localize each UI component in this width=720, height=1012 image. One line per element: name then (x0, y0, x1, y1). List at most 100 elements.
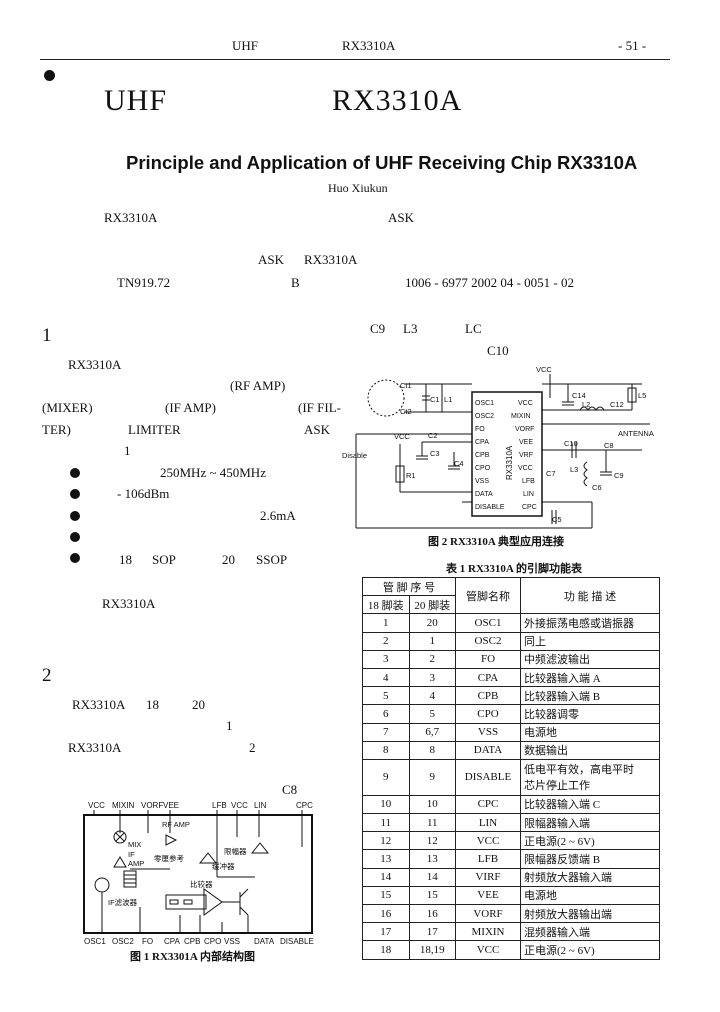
fig2-label-l3: L3 (570, 465, 578, 474)
fig1-label-iffilter: IF滤波器 (108, 897, 138, 907)
document-code: B (291, 275, 300, 290)
s1-frag-c9: C9 (370, 321, 386, 336)
fig2-label-c14: C14 (572, 391, 586, 400)
row9-func-line2: 芯片停止工作 (524, 780, 590, 793)
s1-limiter: LIMITER (128, 422, 181, 437)
bullet-5 (70, 553, 80, 563)
fig1-pin-disable: DISABLE (280, 937, 314, 946)
fig2-right-pin-2: MIXIN (511, 413, 530, 420)
th-pin-name: 管脚名称 (455, 576, 521, 615)
s1-chip2: RX3310A (102, 596, 156, 611)
s1-ssop: SSOP (256, 552, 288, 567)
fig1-label-amp: AMP (128, 859, 144, 868)
fig1-label-rfamp: RF AMP (162, 820, 190, 829)
fig1-pin-cpb: CPB (184, 937, 200, 946)
fig1-pin-vcc2: VCC (231, 801, 248, 810)
fig2-label-c4: C4 (454, 459, 464, 468)
fig2-label-disable: Disable (342, 451, 367, 460)
abstract-ask: ASK (388, 210, 415, 225)
fig2-label-c5: C5 (552, 515, 562, 524)
fig2-label-c10: C10 (564, 439, 578, 448)
fig1-block-diagram: VCC MIXIN VORF VEE LFB VCC LIN CPC RF AM… (83, 801, 314, 946)
s1-one: 1 (124, 443, 131, 458)
s1-iffil: (IF FIL- (298, 400, 341, 415)
fig2-label-antenna: ANTENNA (618, 429, 654, 438)
fig2-left-pin-1: OSC1 (475, 400, 494, 407)
clc-number: TN919.72 (117, 275, 171, 290)
fig2-right-pin-4: VEE (519, 439, 533, 446)
header-rule (40, 59, 670, 60)
fig1-pin-lfb: LFB (212, 801, 227, 810)
title-bullet (44, 70, 55, 81)
fig1-pin-cpa: CPA (164, 937, 181, 946)
bullet-2 (70, 489, 80, 499)
fig2-right-pin-6: VCC (518, 465, 533, 472)
s1-ifamp: (IF AMP) (165, 400, 216, 415)
article-id: 1006 - 6977 2002 04 - 0051 - 02 (405, 275, 574, 290)
section2-number: 2 (42, 665, 52, 686)
abstract-chip: RX3310A (104, 210, 158, 225)
fig2-label-c2: C2 (428, 431, 438, 440)
th-pin-no: 管 脚 序 号 (362, 576, 456, 597)
fig2-label-l5: L5 (638, 391, 646, 400)
fig2-right-pin-9: CPC (522, 504, 537, 511)
s1-ask: ASK (304, 422, 331, 437)
header-middle: RX3310A (342, 38, 396, 53)
s1-pkg20: 20 (222, 552, 235, 567)
fig2-left-pin-5: CPB (475, 452, 490, 459)
s2-one: 1 (226, 718, 233, 733)
fig1-pin-cpc: CPC (296, 801, 313, 810)
s1-chip: RX3310A (68, 357, 122, 372)
fig2-label-vcc2: VCC (394, 432, 410, 441)
fig2-label-vcc1: VCC (536, 365, 552, 374)
s1-ter: TER) (42, 422, 71, 437)
title-cn-part1: UHF (104, 84, 168, 117)
bullet-1 (70, 468, 80, 478)
keyword-chip: RX3310A (304, 252, 358, 267)
fig2-left-pin-4: CPA (475, 439, 489, 446)
s1-mixer: (MIXER) (42, 400, 93, 415)
row9-func-line1: 低电平有效，高电平时 (524, 764, 634, 777)
fig2-right-pin-7: LFB (522, 478, 535, 485)
fig2-application-circuit: OSC1 OSC2 FO CPA CPB CPO VSS DATA DISABL… (342, 365, 654, 529)
fig2-right-pin-8: LIN (523, 491, 534, 498)
fig1-pin-lin: LIN (254, 801, 267, 810)
bullet-3-text: 2.6mA (260, 508, 296, 523)
bullet-2-text: - 106dBm (117, 486, 170, 501)
s1-sop: SOP (152, 552, 176, 567)
section1-number: 1 (42, 325, 52, 346)
fig1-pin-osc2: OSC2 (112, 937, 134, 946)
bullet-1-text: 250MHz ~ 450MHz (160, 465, 266, 480)
fig2-label-ct2: Ct2 (400, 407, 412, 416)
s2-two: 2 (249, 740, 256, 755)
s1-frag-lc: LC (465, 321, 482, 336)
fig2-label-c7: C7 (546, 469, 556, 478)
s1-pkg18: 18 (119, 552, 132, 567)
fig1-pin-cpo: CPO (204, 937, 221, 946)
fig2-label-l2: L2 (582, 400, 590, 409)
fig2-label-c12: C12 (610, 400, 624, 409)
fig2-left-pin-2: OSC2 (475, 413, 494, 420)
s2-n20: 20 (192, 697, 205, 712)
th-18pin: 18 脚装 (362, 595, 410, 615)
fig1-pin-vcc: VCC (88, 801, 105, 810)
fig2-caption: 图 2 RX3310A 典型应用连接 (428, 536, 564, 548)
fig1-pin-osc1: OSC1 (84, 937, 106, 946)
fig1-pin-vorf: VORF (141, 801, 163, 810)
fig1-label-if: IF (128, 850, 135, 859)
s1-frag-c10: C10 (487, 343, 509, 358)
s2-chip2: RX3310A (68, 740, 122, 755)
